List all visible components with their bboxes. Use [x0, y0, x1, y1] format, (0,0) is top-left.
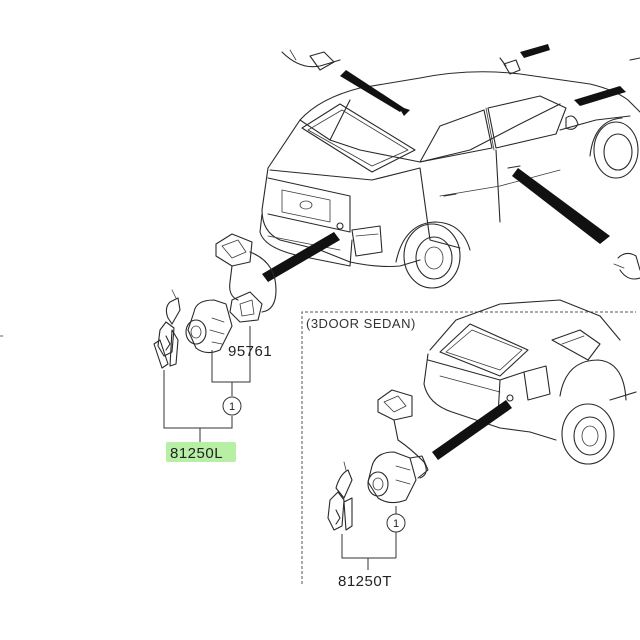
part-number-variant-set[interactable]: 81250T — [338, 573, 392, 590]
car-illustration-variant — [423, 299, 637, 465]
lock-set-main — [153, 233, 277, 369]
part-number-highlight — [166, 442, 236, 462]
variant-box-label: (3DOOR SEDAN) — [306, 316, 416, 331]
part-number-cylinder[interactable]: 95761 — [228, 343, 272, 360]
lock-set-variant — [327, 389, 429, 531]
part-number-81250T[interactable]: 81250T — [338, 573, 392, 590]
part-number-95761[interactable]: 95761 — [228, 343, 272, 360]
part-number-main-set[interactable]: 81250L — [166, 442, 236, 462]
variant-box: (3DOOR SEDAN) — [301, 311, 636, 584]
callout-number-variant: 1 — [393, 518, 399, 530]
pointer-arrows-main — [262, 44, 626, 282]
callout-variant: 1 — [386, 513, 406, 533]
part-number-81250L[interactable]: 81250L — [170, 445, 223, 462]
pointer-arrow-variant — [432, 400, 512, 460]
leader-lines-variant — [341, 506, 397, 570]
callout-main: 1 — [222, 396, 242, 416]
leader-lines-main — [163, 326, 251, 442]
callout-number-main: 1 — [229, 401, 235, 413]
